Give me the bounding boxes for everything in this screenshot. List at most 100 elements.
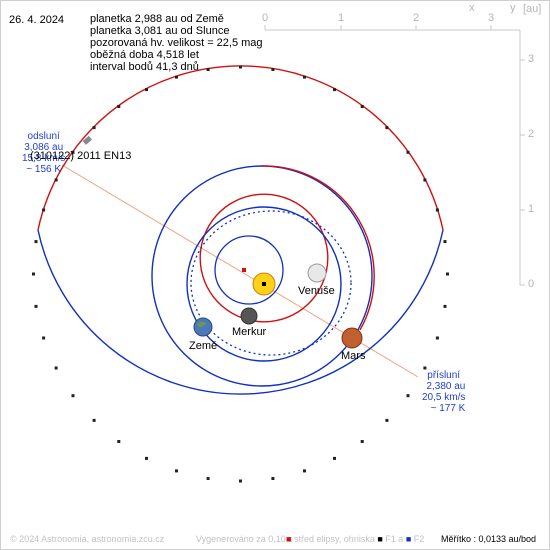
orbit-point xyxy=(435,208,439,212)
x-tick-label: 2 xyxy=(413,12,420,24)
y-tick-label: 2 xyxy=(528,128,535,140)
orbit-point xyxy=(385,418,389,422)
aphelion-speed: 15,8 km/s xyxy=(22,153,66,164)
mercury-orbit-solid xyxy=(214,235,284,305)
orbit-point xyxy=(271,477,275,480)
orbit-point xyxy=(175,469,178,473)
orbit-point xyxy=(117,105,121,108)
asteroid-marker xyxy=(82,135,92,145)
orbit-point xyxy=(42,208,46,212)
orbit-point xyxy=(92,418,96,422)
orbit-point xyxy=(71,394,75,398)
x-tick-label: 1 xyxy=(338,12,345,24)
orbit-point xyxy=(117,440,121,443)
perihelion-title: přísluní xyxy=(427,370,461,381)
orbit-point xyxy=(406,394,410,398)
mercury-label: Merkur xyxy=(232,326,267,338)
legend-red-square-icon: ■ xyxy=(286,534,292,544)
apsis-line xyxy=(61,164,419,378)
venus-label: Venuše xyxy=(298,285,335,297)
y-tick-label: 3 xyxy=(528,53,535,65)
aphelion-temp: ~ 156 K xyxy=(26,164,62,175)
orbit-point xyxy=(206,477,210,480)
orbit-point xyxy=(54,366,58,370)
asteroid-orbit-lower xyxy=(37,229,444,395)
y-axis-letter: y xyxy=(510,2,516,14)
legend-center-text: střed elipsy, ohniska xyxy=(293,534,375,544)
mars-orbit-dotted xyxy=(190,210,352,356)
perihelion-speed: 20,5 km/s xyxy=(422,392,466,403)
venus-planet xyxy=(307,263,327,283)
ellipse-center-marker xyxy=(262,282,266,286)
orbit-point xyxy=(71,150,75,154)
orbit-point xyxy=(145,88,148,92)
mars-orbit-red-section xyxy=(261,165,375,331)
info-line: oběžná doba 4,518 let xyxy=(90,49,199,61)
orbit-point xyxy=(443,240,447,244)
legend-blue-square-icon: ■ xyxy=(405,534,412,544)
focus-marker xyxy=(242,268,246,272)
aphelion-distance: 3,086 au xyxy=(24,142,64,153)
perihelion-distance: 2,380 au xyxy=(426,381,466,392)
orbit-point xyxy=(239,65,242,69)
aphelion-title: odsluní xyxy=(27,131,60,142)
orbit-point xyxy=(360,440,364,443)
mercury-planet xyxy=(240,307,258,325)
info-line: interval bodů 41,3 dnů xyxy=(90,61,199,73)
x-tick-label: 3 xyxy=(488,12,495,24)
orbit-point xyxy=(145,456,148,460)
x-axis-letter: x xyxy=(469,2,475,14)
orbit-point xyxy=(175,75,178,79)
earth-land xyxy=(197,321,206,327)
date-label: 26. 4. 2024 xyxy=(9,14,65,26)
venus-orbit-red xyxy=(199,193,319,293)
y-tick-label: 1 xyxy=(528,203,535,215)
asteroid-orbit-dots xyxy=(32,65,449,483)
unit-label: [au] xyxy=(523,3,542,15)
orbit-point xyxy=(446,272,449,276)
orbit-point xyxy=(443,304,447,308)
mars-label: Mars xyxy=(341,350,366,362)
orbit-point xyxy=(333,88,336,92)
footer-legend: ■ střed elipsy, ohniska ■ F1 a ■ F2 xyxy=(286,534,424,544)
orbit-point xyxy=(92,126,96,130)
orbit-point xyxy=(385,126,389,130)
earth-orbit xyxy=(186,206,342,362)
aphelion-label: odsluní 3,086 au 15,8 km/s ~ 156 K xyxy=(22,131,65,175)
asteroid-name: (310122) 2011 EN13 xyxy=(30,150,132,162)
orbit-point xyxy=(303,75,306,79)
y-tick-label: 0 xyxy=(528,278,535,290)
earth-planet xyxy=(193,317,213,337)
orbit-point xyxy=(34,304,38,308)
perihelion-temp: ~ 177 K xyxy=(430,403,466,414)
axis-lines xyxy=(264,25,525,286)
asteroid-orbit-upper xyxy=(37,65,444,231)
orbit-point xyxy=(303,469,306,473)
orbit-point xyxy=(42,336,46,340)
footer-generated: Vygenerováno za 0,10 s xyxy=(196,534,293,544)
orbit-point xyxy=(239,479,242,483)
earth-label: Země xyxy=(189,340,218,352)
x-tick-label: 0 xyxy=(262,12,269,24)
legend-f2-text: F2 xyxy=(413,534,425,544)
perihelion-label: přísluní 2,380 au 20,5 km/s ~ 177 K xyxy=(422,370,465,414)
legend-f1-text: F1 a xyxy=(385,534,404,544)
orbit-point xyxy=(435,336,439,340)
orbit-point xyxy=(423,178,427,182)
footer-copyright: © 2024 Astronomia, astronomia.zcu.cz xyxy=(10,534,165,544)
legend-black-square-icon: ■ xyxy=(377,534,383,544)
orbit-point xyxy=(34,240,38,244)
venus-orbit-red-2 xyxy=(209,223,329,323)
mars-planet xyxy=(341,327,363,349)
orbit-point xyxy=(54,178,58,182)
orbit-point xyxy=(423,366,427,370)
footer-scale: Měřítko : 0,0133 au/bod xyxy=(441,534,537,544)
orbit-point xyxy=(360,105,364,108)
orbit-point xyxy=(206,68,210,71)
info-line: planetka 2,988 au od Země xyxy=(90,13,224,25)
info-line: pozorovaná hv. velikost = 22,5 mag xyxy=(90,37,263,49)
info-line: planetka 3,081 au od Slunce xyxy=(90,25,230,37)
orbit-point xyxy=(406,150,410,154)
